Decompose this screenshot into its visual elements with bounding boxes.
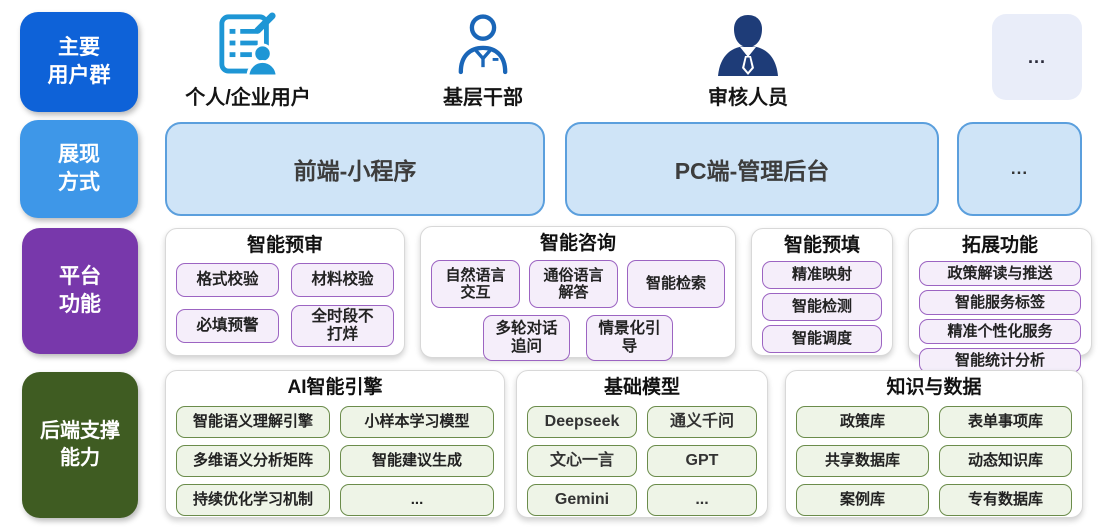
feature-chip: 智能调度 [762,324,882,353]
user-item-grassroots-cadre: 基层干部 [413,8,553,110]
group-smart-consult: 智能咨询 自然语言交互 通俗语言解答 智能检索 多轮对话追问 情景化引导 [420,226,736,361]
capability-chip: 小样本学习模型 [340,405,494,438]
feature-chip: 智能检测 [762,292,882,321]
feature-chip: 情景化引导 [586,314,673,361]
more-users-box: ... [992,14,1082,100]
feature-chip: 精准个性化服务 [919,318,1081,344]
feature-chip: 材料校验 [291,262,394,297]
more-channels-box: ... [957,122,1082,216]
feature-chip: 必填预警 [176,309,279,344]
data-chip: 动态知识库 [939,444,1072,477]
model-chip: GPT [647,444,757,477]
feature-chip: 多轮对话追问 [483,314,570,361]
model-chip: ... [647,483,757,516]
person-solid-icon [716,8,780,76]
row-label-presentation: 展现 方式 [20,120,138,218]
group-title: 知识与数据 [886,377,982,398]
user-label: 个人/企业用户 [185,87,311,109]
group-title: 智能预审 [246,235,323,256]
user-item-individual-enterprise: 个人/企业用户 [168,8,328,110]
model-chip: Gemini [527,483,637,516]
row-label-main-users: 主要 用户群 [20,12,138,112]
feature-chip: 格式校验 [176,262,279,297]
data-chip: 表单事项库 [939,405,1072,438]
capability-chip: 智能建议生成 [340,444,494,477]
feature-chip: 智能统计分析 [919,347,1081,373]
group-title: 基础模型 [603,377,680,398]
capability-chip: 智能语义理解引擎 [176,405,330,438]
group-knowledge-data: 知识与数据 政策库 表单事项库 共享数据库 动态知识库 案例库 专有数据库 [785,370,1083,518]
group-base-models: 基础模型 Deepseek 通义千问 文心一言 GPT Gemini ... [516,370,768,518]
data-chip: 共享数据库 [796,444,929,477]
group-smart-preaudit: 智能预审 格式校验 材料校验 必填预警 全时段不打烊 [165,228,405,356]
user-item-auditor: 审核人员 [678,8,818,110]
model-chip: Deepseek [527,405,637,438]
model-chip: 文心一言 [527,444,637,477]
capability-chip: 持续优化学习机制 [176,483,330,516]
group-smart-prefill: 智能预填 精准映射 智能检测 智能调度 [751,228,893,356]
group-title: 拓展功能 [961,235,1038,256]
group-title: 智能预填 [783,235,860,256]
row-label-platform-functions: 平台 功能 [22,228,138,354]
feature-chip: 通俗语言解答 [529,259,618,308]
person-outline-icon [456,8,510,76]
feature-chip: 全时段不打烊 [291,305,394,347]
feature-chip: 政策解读与推送 [919,260,1081,286]
data-chip: 案例库 [796,483,929,516]
feature-chip: 精准映射 [762,260,882,289]
channel-pc-admin: PC端-管理后台 [565,122,939,216]
row-label-backend-support: 后端支撑 能力 [22,372,138,518]
group-extended-functions: 拓展功能 政策解读与推送 智能服务标签 精准个性化服务 智能统计分析 [908,228,1092,373]
group-title: 智能咨询 [539,233,616,254]
capability-chip: 多维语义分析矩阵 [176,444,330,477]
data-chip: 政策库 [796,405,929,438]
user-label: 基层干部 [443,87,523,109]
group-title: AI智能引擎 [287,377,383,398]
model-chip: 通义千问 [647,405,757,438]
data-chip: 专有数据库 [939,483,1072,516]
capability-chip: ... [340,483,494,516]
feature-chip: 智能检索 [627,259,725,308]
feature-chip: 智能服务标签 [919,289,1081,315]
group-ai-engine: AI智能引擎 智能语义理解引擎 小样本学习模型 多维语义分析矩阵 智能建议生成 … [165,370,505,518]
user-label: 审核人员 [708,87,788,109]
form-pencil-icon [217,8,279,76]
feature-chip: 自然语言交互 [431,259,520,308]
channel-mini-program: 前端-小程序 [165,122,545,216]
